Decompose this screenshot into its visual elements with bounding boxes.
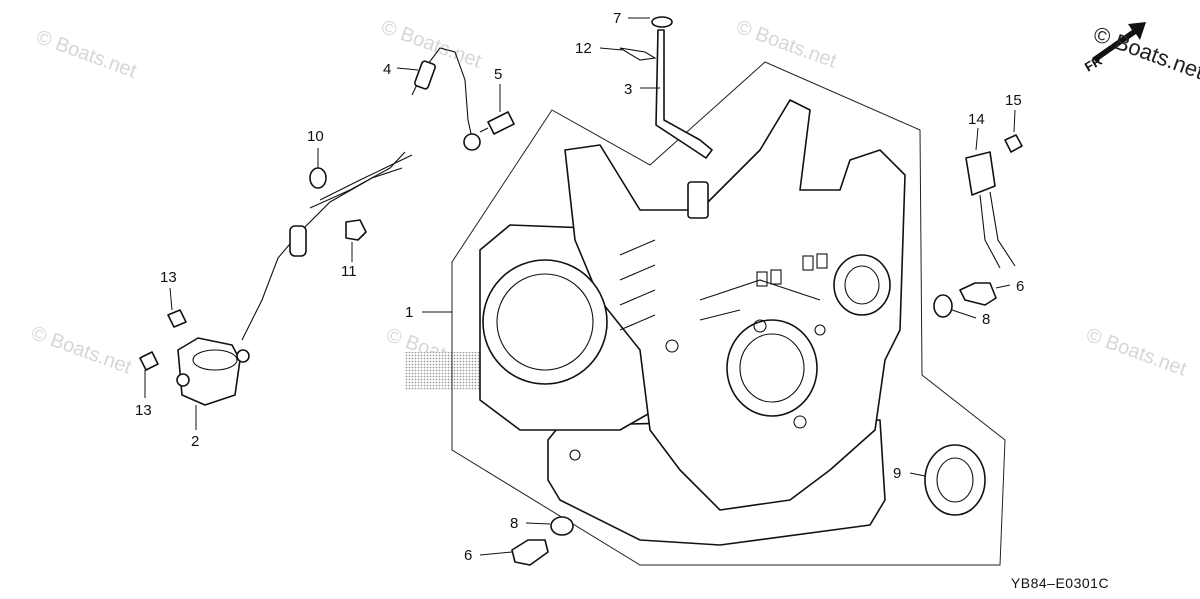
callout-1: 1 bbox=[405, 304, 413, 321]
callout-9: 9 bbox=[893, 465, 901, 482]
nut-11 bbox=[345, 219, 367, 241]
callout-14: 14 bbox=[968, 111, 985, 128]
callout-labels: 1 2 3 4 5 6 6 7 8 8 9 10 11 12 13 13 14 … bbox=[135, 10, 1024, 564]
oil-seal-9 bbox=[924, 444, 986, 516]
callout-13-upper: 13 bbox=[160, 269, 177, 286]
callout-8-right: 8 bbox=[982, 311, 990, 328]
callout-6-right: 6 bbox=[1016, 278, 1024, 295]
callout-5: 5 bbox=[494, 66, 502, 83]
leader-lines bbox=[144, 17, 1016, 556]
callout-15: 15 bbox=[1005, 92, 1022, 109]
sensor-wire bbox=[411, 47, 515, 151]
switch-14 bbox=[965, 151, 1016, 269]
oil-sensor-harness bbox=[176, 151, 413, 406]
bolt-6-bottom bbox=[511, 539, 549, 566]
callout-10: 10 bbox=[307, 128, 324, 145]
callout-8-bottom: 8 bbox=[510, 515, 518, 532]
callout-12: 12 bbox=[575, 40, 592, 57]
bolt-6-right bbox=[959, 282, 997, 306]
callout-3: 3 bbox=[624, 81, 632, 98]
dipstick bbox=[619, 16, 713, 159]
callout-11: 11 bbox=[341, 263, 357, 280]
washer-8-bottom bbox=[550, 516, 574, 536]
bolt-13-lower bbox=[139, 351, 159, 371]
watermark: © Boats.net bbox=[33, 26, 139, 83]
callout-4: 4 bbox=[383, 61, 391, 78]
bolt-13-upper bbox=[167, 309, 187, 328]
watermark: © Boats.net bbox=[28, 322, 134, 379]
watermark: © Boats.net bbox=[1083, 324, 1189, 381]
callout-7: 7 bbox=[613, 10, 621, 27]
crankcase-body bbox=[479, 99, 906, 546]
watermark: © Boats.net bbox=[733, 16, 839, 73]
drawing-code: YB84–E0301C bbox=[1011, 575, 1109, 591]
callout-13-lower: 13 bbox=[135, 402, 152, 419]
callout-2: 2 bbox=[191, 433, 199, 450]
washer-8-right bbox=[933, 294, 953, 318]
washer-10 bbox=[309, 167, 327, 189]
assembly-outline bbox=[451, 61, 1006, 566]
callout-6-bottom: 6 bbox=[464, 547, 472, 564]
bolt-15 bbox=[1004, 134, 1023, 153]
